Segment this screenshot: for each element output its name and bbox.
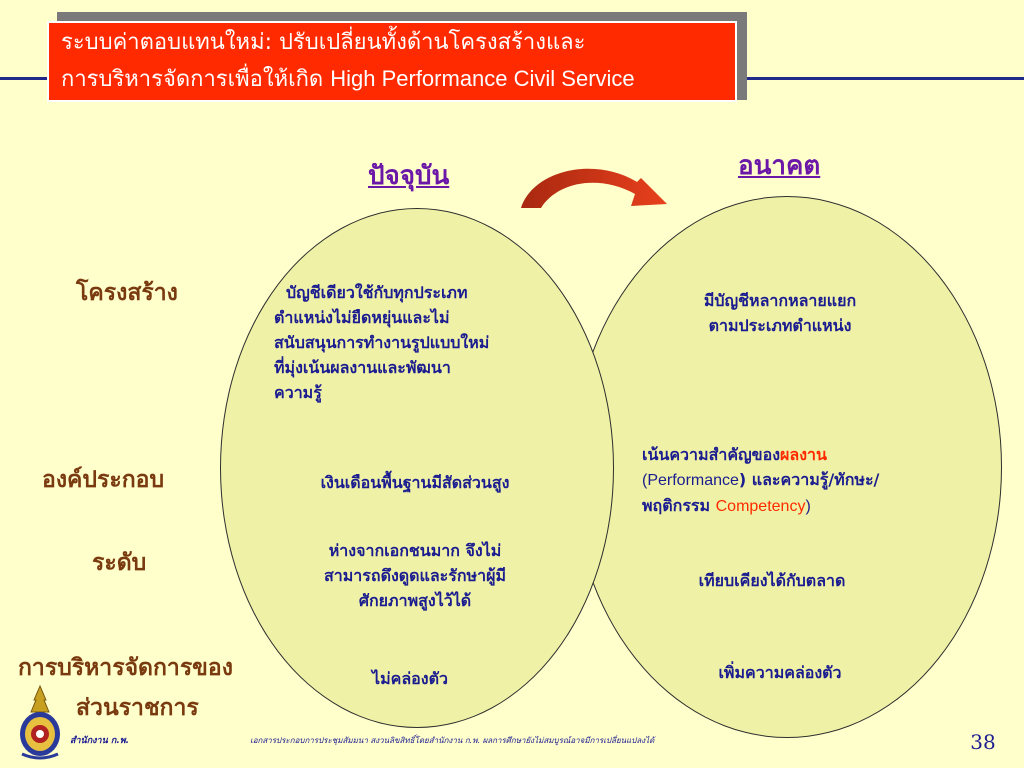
future-component-text: เน้นความสำคัญของผลงาน (Performance) และค… <box>642 442 992 519</box>
future-component-l1-pre: เน้นความสำคัญของ <box>642 445 781 464</box>
future-structure-text: มีบัญชีหลากหลายแยก ตามประเภทตำแหน่ง <box>640 288 920 338</box>
title-line-2-latin: High Performance Civil Service <box>330 66 635 91</box>
future-component-line-3: พฤติกรรม Competency) <box>642 493 992 519</box>
current-level-line-3: ศักยภาพสูงไว้ได้ <box>358 591 472 610</box>
slide-title: ระบบค่าตอบแทนใหม่: ปรับเปลี่ยนทั้งด้านโค… <box>47 21 737 102</box>
current-management-text: ไม่คล่องตัว <box>372 669 448 688</box>
future-management-text: เพิ่มความคล่องตัว <box>718 663 842 682</box>
row-label-level: ระดับ <box>92 549 147 576</box>
current-ellipse <box>220 208 614 728</box>
future-structure-line-2: ตามประเภทตำแหน่ง <box>708 316 852 335</box>
title-line-2: การบริหารจัดการเพื่อให้เกิด High Perform… <box>61 61 735 98</box>
org-name: สำนักงาน ก.พ. <box>70 736 130 746</box>
page-number: 38 <box>970 731 996 754</box>
current-component-text: เงินเดือนพื้นฐานมีสัดส่วนสูง <box>320 473 510 492</box>
future-component-l3-thai: พฤติกรรม <box>642 496 716 515</box>
current-structure-text: บัญชีเดียวใช้กับทุกประเภท ตำแหน่งไม่ยืดห… <box>274 280 604 405</box>
current-level-line-1: ห่างจากเอกชนมาก จึงไม่ <box>328 541 502 560</box>
row-label-component: องค์ประกอบ <box>42 466 165 493</box>
office-emblem-icon <box>20 684 60 760</box>
current-level-text: ห่างจากเอกชนมาก จึงไม่ สามารถดึงดูดและรั… <box>250 538 580 613</box>
current-level-line-2: สามารถดึงดูดและรักษาผู้มี <box>324 566 506 585</box>
future-ellipse <box>572 196 1002 738</box>
current-structure-line-3: สนับสนุนการทำงานรูปแบบใหม่ <box>274 333 490 352</box>
row-label-management-1: การบริหารจัดการของ <box>18 654 233 681</box>
future-component-line-1: เน้นความสำคัญของผลงาน <box>642 442 992 467</box>
future-component-l2-rest: ) และความรู้/ทักษะ/ <box>738 470 880 489</box>
future-component-competency: Competency <box>715 498 806 515</box>
curved-arrow-icon <box>521 168 667 208</box>
current-structure-line-4: ที่มุ่งเน้นผลงานและพัฒนา <box>274 358 451 377</box>
current-heading: ปัจจุบัน <box>368 161 450 191</box>
future-component-l2-open: ( <box>642 472 648 489</box>
future-structure-line-1: มีบัญชีหลากหลายแยก <box>703 291 857 310</box>
title-line-1: ระบบค่าตอบแทนใหม่: ปรับเปลี่ยนทั้งด้านโค… <box>61 30 586 55</box>
future-heading: อนาคต <box>738 151 821 181</box>
current-structure-line-5: ความรู้ <box>274 383 322 402</box>
future-component-l3-close: ) <box>805 498 811 515</box>
future-component-performance: Performance <box>647 472 739 489</box>
footnote: เอกสารประกอบการประชุมสัมมนา สงวนลิขสิทธิ… <box>250 736 655 745</box>
future-level-text: เทียบเคียงได้กับตลาด <box>698 571 846 590</box>
title-line-2-thai: การบริหารจัดการเพื่อให้เกิด <box>61 67 324 92</box>
row-label-management-2: ส่วนราชการ <box>76 694 199 721</box>
current-structure-line-2: ตำแหน่งไม่ยืดหยุ่นและไม่ <box>274 308 450 327</box>
current-structure-line-1: บัญชีเดียวใช้กับทุกประเภท <box>286 283 468 302</box>
future-component-highlight: ผลงาน <box>780 445 827 464</box>
row-label-structure: โครงสร้าง <box>76 279 178 306</box>
future-component-line-2: (Performance) และความรู้/ทักษะ/ <box>642 467 992 493</box>
